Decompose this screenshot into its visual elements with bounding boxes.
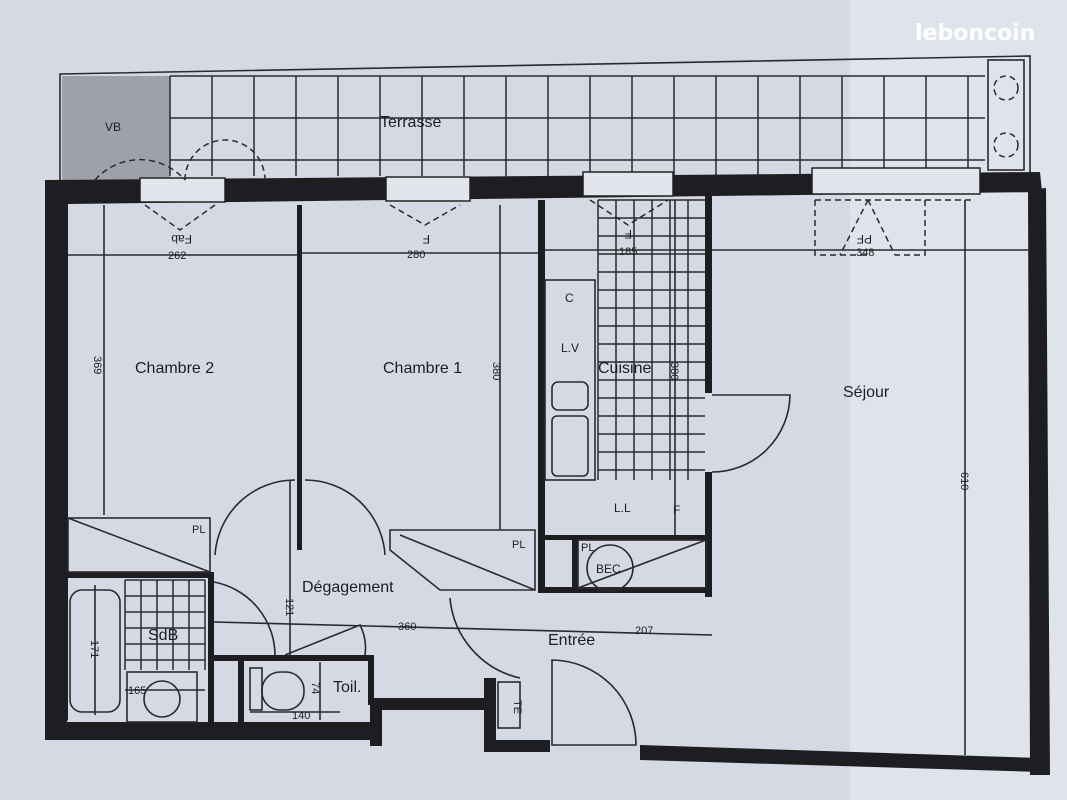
dim-bedroom2-depth: 369 [91, 356, 103, 374]
window-label-bedroom2: Fab [171, 232, 192, 246]
window-label-kitchen: F [625, 227, 632, 241]
dim-bedroom1-depth: 380 [490, 362, 502, 380]
fixture-pl-3: PL [581, 542, 594, 554]
room-label-hallway: Dégagement [302, 579, 394, 596]
dim-hall-length: 360 [398, 621, 416, 633]
room-label-entrance: Entrée [548, 632, 595, 649]
fixture-lv: L.V [561, 341, 579, 355]
room-label-terrace: Terrasse [380, 114, 441, 131]
dim-bath-width: 165 [128, 685, 146, 697]
dim-kitchen-depth: 380 [668, 362, 680, 380]
room-label-bathroom: SdB [148, 627, 178, 644]
dim-living-width: 348 [856, 247, 874, 259]
fixtures [67, 199, 707, 729]
dim-bath-length: 171 [88, 640, 100, 658]
windows[interactable] [94, 139, 981, 256]
dim-toilet-length: 140 [292, 710, 310, 722]
room-label-toilet: Toil. [333, 679, 361, 696]
window-label-bedroom1: F [423, 232, 430, 246]
dim-entrance-length: 207 [635, 625, 653, 637]
fixture-te: TE [511, 700, 523, 714]
leboncoin-watermark: leboncoin [915, 21, 1035, 46]
room-label-kitchen: Cuisine [598, 360, 651, 377]
dimension-lines [68, 200, 1028, 755]
walls [45, 172, 1050, 775]
fixture-pl-1: PL [192, 524, 205, 536]
doors[interactable] [213, 394, 791, 746]
dim-toilet-width: 74 [309, 682, 321, 694]
dim-living-depth: 610 [958, 472, 970, 490]
terrace [59, 55, 1031, 183]
fixture-pl-2: PL [512, 539, 525, 551]
fixture-vb: VB [105, 120, 121, 134]
dim-hall-depth: 121 [283, 598, 295, 616]
fixture-bec: BEC [596, 562, 621, 576]
window-label-living: PF [857, 232, 872, 246]
dim-kitchen-width: 185 [619, 246, 637, 258]
fixture-f: F [673, 503, 680, 517]
room-label-bedroom2: Chambre 2 [135, 360, 214, 377]
fixture-ll: L.L [614, 501, 631, 515]
fixture-c: C [565, 291, 574, 305]
dim-bedroom1-width: 280 [407, 249, 425, 261]
dim-bedroom2-width: 262 [168, 250, 186, 262]
room-label-bedroom1: Chambre 1 [383, 360, 462, 377]
room-label-living: Séjour [843, 384, 890, 401]
